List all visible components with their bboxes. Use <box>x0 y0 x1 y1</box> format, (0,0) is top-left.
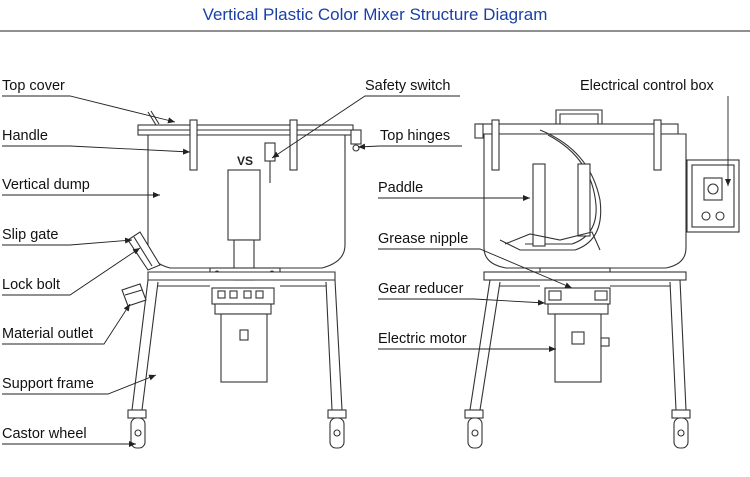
center-column <box>227 169 261 241</box>
label-electric-motor: Electric motor <box>378 331 467 347</box>
label-top-cover: Top cover <box>2 78 65 94</box>
handle-left <box>189 119 198 171</box>
label-electrical-control-box: Electrical control box <box>580 78 715 94</box>
label-top-hinges: Top hinges <box>380 128 450 144</box>
label-handle: Handle <box>2 128 48 144</box>
label-slip-gate: Slip gate <box>2 227 58 243</box>
brand-mark: VS <box>237 154 253 168</box>
slip-gate <box>127 231 161 271</box>
diagram-title: Vertical Plastic Color Mixer Structure D… <box>203 5 548 24</box>
label-grease-nipple: Grease nipple <box>378 231 468 247</box>
left-castor-wheels <box>127 409 347 449</box>
right-lid <box>477 123 679 135</box>
label-support-frame: Support frame <box>2 376 94 392</box>
label-material-outlet: Material outlet <box>2 326 93 342</box>
right-label-group: Safety switch Electrical control box Top… <box>271 78 731 352</box>
right-mixer-drawing <box>464 109 740 449</box>
safety-switch-box <box>264 142 276 162</box>
support-frame <box>147 271 336 281</box>
label-castor-wheel: Castor wheel <box>2 426 87 442</box>
paddle <box>499 129 602 251</box>
label-lock-bolt: Lock bolt <box>2 277 60 293</box>
left-label-group: Top cover Handle Vertical dump Slip gate… <box>2 78 191 447</box>
label-vertical-dump: Vertical dump <box>2 177 90 193</box>
material-outlet <box>121 283 147 307</box>
left-mixer-drawing: VS <box>121 110 362 449</box>
left-motor <box>220 313 268 383</box>
label-paddle: Paddle <box>378 180 423 196</box>
label-gear-reducer: Gear reducer <box>378 281 464 297</box>
label-safety-switch: Safety switch <box>365 78 450 94</box>
right-castor-wheels <box>464 409 691 449</box>
right-motor <box>554 313 602 383</box>
